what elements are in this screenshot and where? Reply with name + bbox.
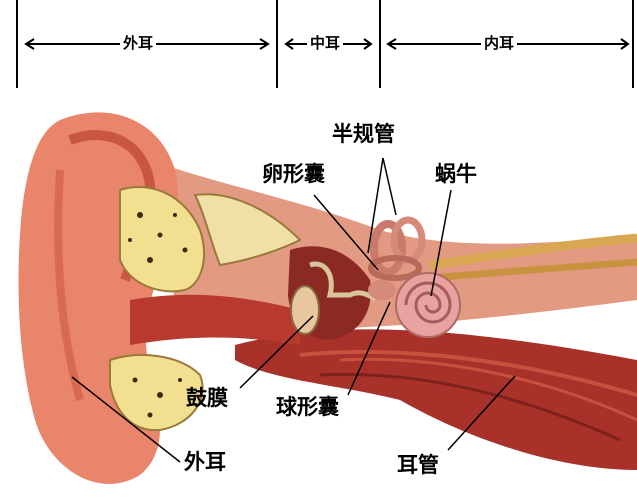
ossicles <box>309 261 377 302</box>
leader-ear-canal <box>447 375 516 451</box>
label-semicircular-canals: 半规管 <box>332 122 395 146</box>
temporal-bone-lower <box>109 354 204 432</box>
label-saccule: 球形囊 <box>276 395 339 419</box>
nerve-bundle <box>429 233 637 270</box>
vestibule <box>368 280 396 300</box>
muscle-fiber <box>299 349 637 397</box>
ear-canal-shape <box>130 294 300 345</box>
muscle-fiber <box>319 372 621 442</box>
label-tympanic-membrane: 鼓膜 <box>186 386 228 410</box>
header-middle-ear: 中耳 <box>307 36 344 51</box>
nerve-bundle <box>429 258 637 282</box>
temporal-bone-mid <box>193 193 302 267</box>
label-cochlea: 蜗牛 <box>435 162 477 186</box>
semicircular-canal <box>370 220 406 276</box>
tympanic-membrane-shape <box>290 285 320 335</box>
auricle-fold <box>54 169 84 402</box>
leader-semicircular-canals-a <box>367 157 384 254</box>
leader-utricle <box>313 194 379 271</box>
leader-outer-ear <box>71 376 181 463</box>
muscle-fiber <box>339 357 637 422</box>
label-utricle: 卵形囊 <box>262 162 325 186</box>
leader-lines <box>71 157 516 463</box>
cochlea-spiral <box>404 281 452 324</box>
leader-tympanic-membrane <box>239 315 314 389</box>
leader-semicircular-canals-b <box>382 157 397 216</box>
label-outer-ear: 外耳 <box>184 450 226 474</box>
leader-cochlea <box>430 189 452 297</box>
header-inner-ear: 内耳 <box>481 36 518 51</box>
label-ear-canal: 耳管 <box>397 453 439 477</box>
semicircular-canal <box>368 255 422 281</box>
muscle-tissue <box>235 329 637 470</box>
leader-saccule <box>347 301 391 396</box>
bone-pores <box>128 212 188 418</box>
header-outer-ear: 外耳 <box>120 36 157 51</box>
